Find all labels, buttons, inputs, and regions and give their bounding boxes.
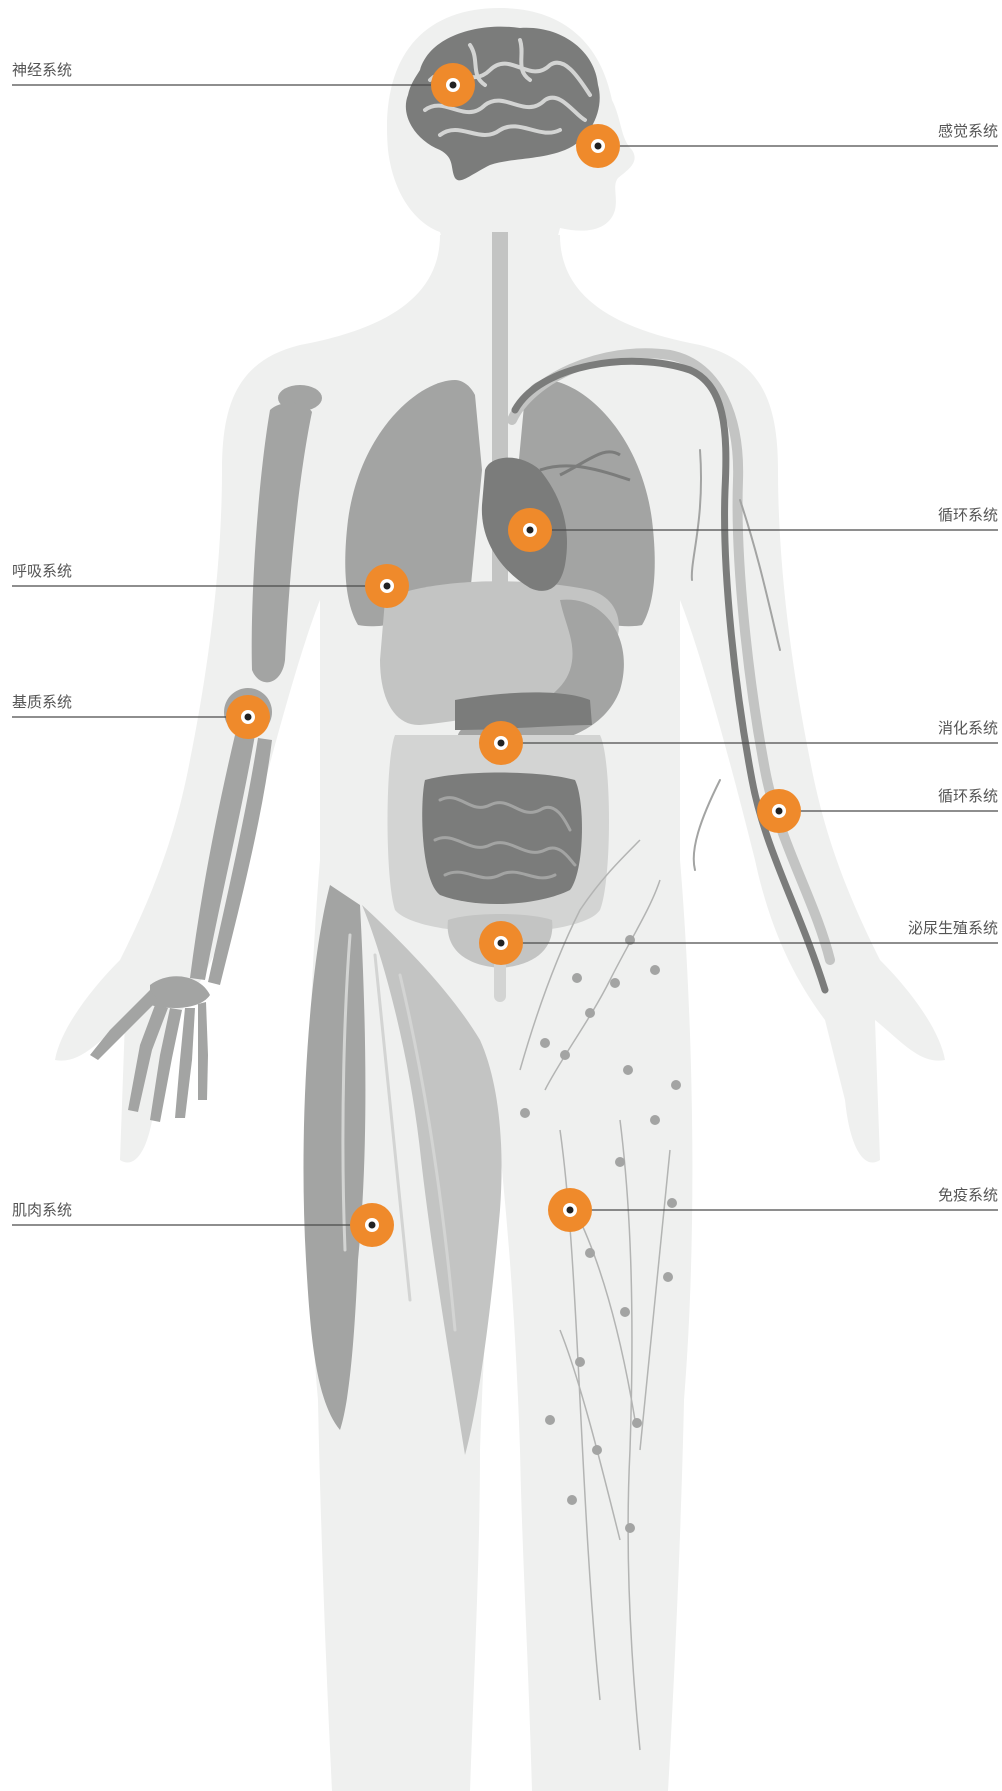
- label-circulatory-heart: 循环系统: [938, 506, 998, 524]
- marker-nervous[interactable]: [431, 63, 475, 107]
- marker-dot: [498, 940, 505, 947]
- marker-dot: [567, 1207, 574, 1214]
- label-matrix: 基质系统: [12, 693, 72, 711]
- marker-sensory[interactable]: [576, 124, 620, 168]
- marker-dot: [245, 714, 252, 721]
- marker-matrix[interactable]: [226, 695, 270, 739]
- label-circulatory-arm: 循环系统: [938, 787, 998, 805]
- marker-circulatory-arm[interactable]: [757, 789, 801, 833]
- marker-immune[interactable]: [548, 1188, 592, 1232]
- marker-dot: [450, 82, 457, 89]
- marker-dot: [498, 740, 505, 747]
- label-urogenital: 泌尿生殖系统: [908, 919, 998, 937]
- label-respiratory: 呼吸系统: [12, 562, 72, 580]
- marker-dot: [527, 527, 534, 534]
- marker-circulatory-heart[interactable]: [508, 508, 552, 552]
- marker-respiratory[interactable]: [365, 564, 409, 608]
- label-sensory: 感觉系统: [938, 122, 998, 140]
- label-immune: 免疫系统: [938, 1186, 998, 1204]
- callout-sensory: 感觉系统: [576, 122, 998, 168]
- marker-muscular[interactable]: [350, 1203, 394, 1247]
- label-nervous: 神经系统: [12, 61, 72, 79]
- marker-urogenital[interactable]: [479, 921, 523, 965]
- label-muscular: 肌肉系统: [12, 1201, 72, 1219]
- marker-digestive[interactable]: [479, 721, 523, 765]
- marker-dot: [776, 808, 783, 815]
- marker-dot: [369, 1222, 376, 1229]
- label-digestive: 消化系统: [938, 719, 998, 737]
- marker-dot: [595, 143, 602, 150]
- marker-dot: [384, 583, 391, 590]
